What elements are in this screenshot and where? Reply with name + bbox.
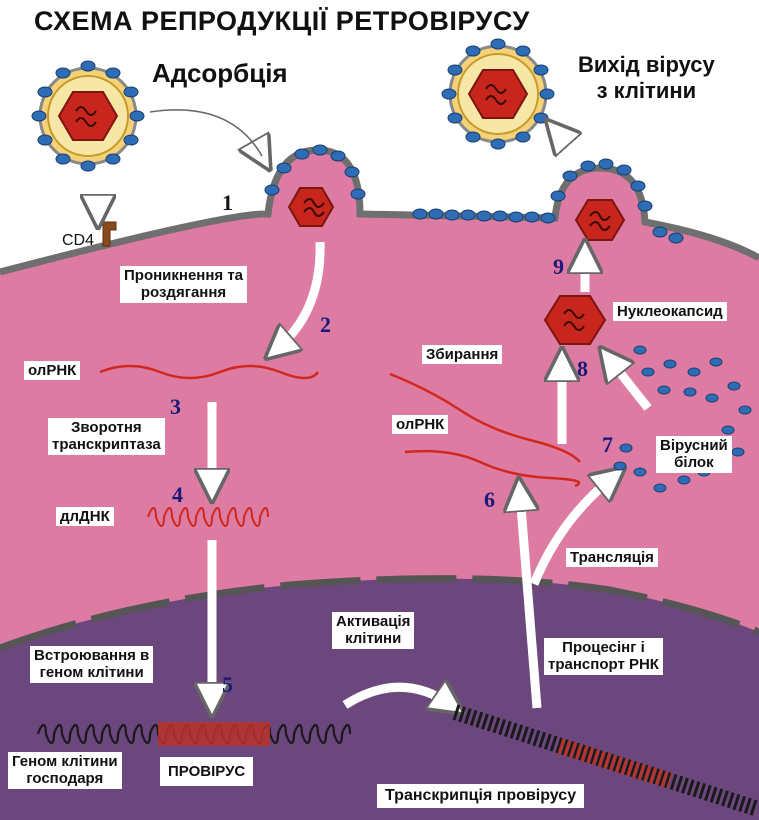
nucleocapsid-label: Нуклеокапсид: [613, 302, 727, 322]
dsdna-coil: [147, 507, 269, 527]
penetrating-capsid: [287, 187, 335, 227]
free-virion-proteins: [31, 60, 145, 172]
translation-label: Трансляція: [566, 548, 658, 568]
ssrna-strand-right-1: [389, 372, 581, 463]
activation-label-line1: Активація: [336, 613, 411, 630]
activation-label: Активація клітини: [332, 612, 415, 649]
step-number-1: 1: [222, 190, 233, 215]
free-virion-icon: [38, 66, 138, 166]
viral-protein-label: Вірусний білок: [656, 436, 732, 473]
nuclear-envelope: [0, 575, 759, 652]
reverse-transcriptase-label: Зворотня транскриптаза: [48, 418, 165, 455]
membrane-envelope-proteins: [264, 144, 684, 244]
budding-capsid: [574, 199, 626, 241]
viral-protein-line2: білок: [674, 454, 714, 472]
exit-label-line1: Вихід вірусу: [578, 52, 715, 77]
nucleocapsid-icon: [543, 295, 607, 345]
dsdna-label: длДНК: [56, 507, 114, 527]
rna-processing-label: Процесінг і транспорт РНК: [544, 638, 663, 675]
step-number-6: 6: [484, 487, 495, 512]
transcribed-genome-coil: [452, 704, 758, 816]
viral-protein-line1: Вірусний: [660, 437, 728, 454]
ssrna-strand-left: [99, 364, 320, 380]
diagram-title: СХЕМА РЕПРОДУКЦІЇ РЕТРОВІРУСУ: [34, 6, 530, 36]
penetration-label-line1: Проникнення та: [124, 267, 244, 284]
provirus-label: ПРОВІРУС: [160, 757, 254, 787]
step-number-8: 8: [577, 356, 588, 381]
exit-label: Вихід вірусу з клітини: [578, 52, 715, 104]
host-genome-line1: Геном клітини: [12, 753, 118, 770]
exit-label-line2: з клітини: [596, 78, 697, 103]
cd4-label: CD4: [62, 232, 95, 249]
step-number-5: 5: [222, 672, 233, 697]
adsorption-label: Адсорбція: [152, 58, 288, 88]
penetration-label-line2: роздягання: [140, 284, 227, 302]
step-number-2: 2: [320, 312, 331, 337]
host-genome-label: Геном клітини господаря: [8, 752, 122, 789]
step-number-3: 3: [170, 394, 181, 419]
integration-label-line2: геном клітини: [39, 664, 144, 682]
host-genome-line2: господаря: [26, 770, 104, 788]
step-number-4: 4: [172, 482, 183, 507]
released-virion-proteins: [441, 38, 555, 150]
rna-processing-line2: транспорт РНК: [548, 656, 659, 674]
penetration-label: Проникнення та роздягання: [120, 266, 248, 303]
process-arrows: [98, 105, 652, 708]
released-virion-icon: [448, 44, 548, 144]
ssrna-left-label: олРНК: [24, 361, 81, 381]
step-number-7: 7: [602, 432, 613, 457]
rna-processing-line1: Процесінг і: [562, 639, 645, 656]
reverse-transcriptase-line2: транскриптаза: [52, 436, 161, 454]
viral-protein-particles: [613, 345, 752, 493]
integration-label: Встроювання в геном клітини: [30, 646, 154, 683]
transcribed-provirus-segment: [557, 738, 673, 789]
provirus-segment: [158, 722, 270, 746]
assembly-label: Збирання: [422, 345, 503, 365]
activation-label-line2: клітини: [345, 630, 402, 648]
transcription-label: Транскрипція провірусу: [377, 784, 585, 809]
reverse-transcriptase-line1: Зворотня: [70, 419, 142, 436]
step-number-9: 9: [553, 254, 564, 279]
ssrna-strand-right-2: [404, 449, 581, 488]
ssrna-right-label: олРНК: [392, 415, 449, 435]
integration-label-line1: Встроювання в: [34, 647, 150, 664]
